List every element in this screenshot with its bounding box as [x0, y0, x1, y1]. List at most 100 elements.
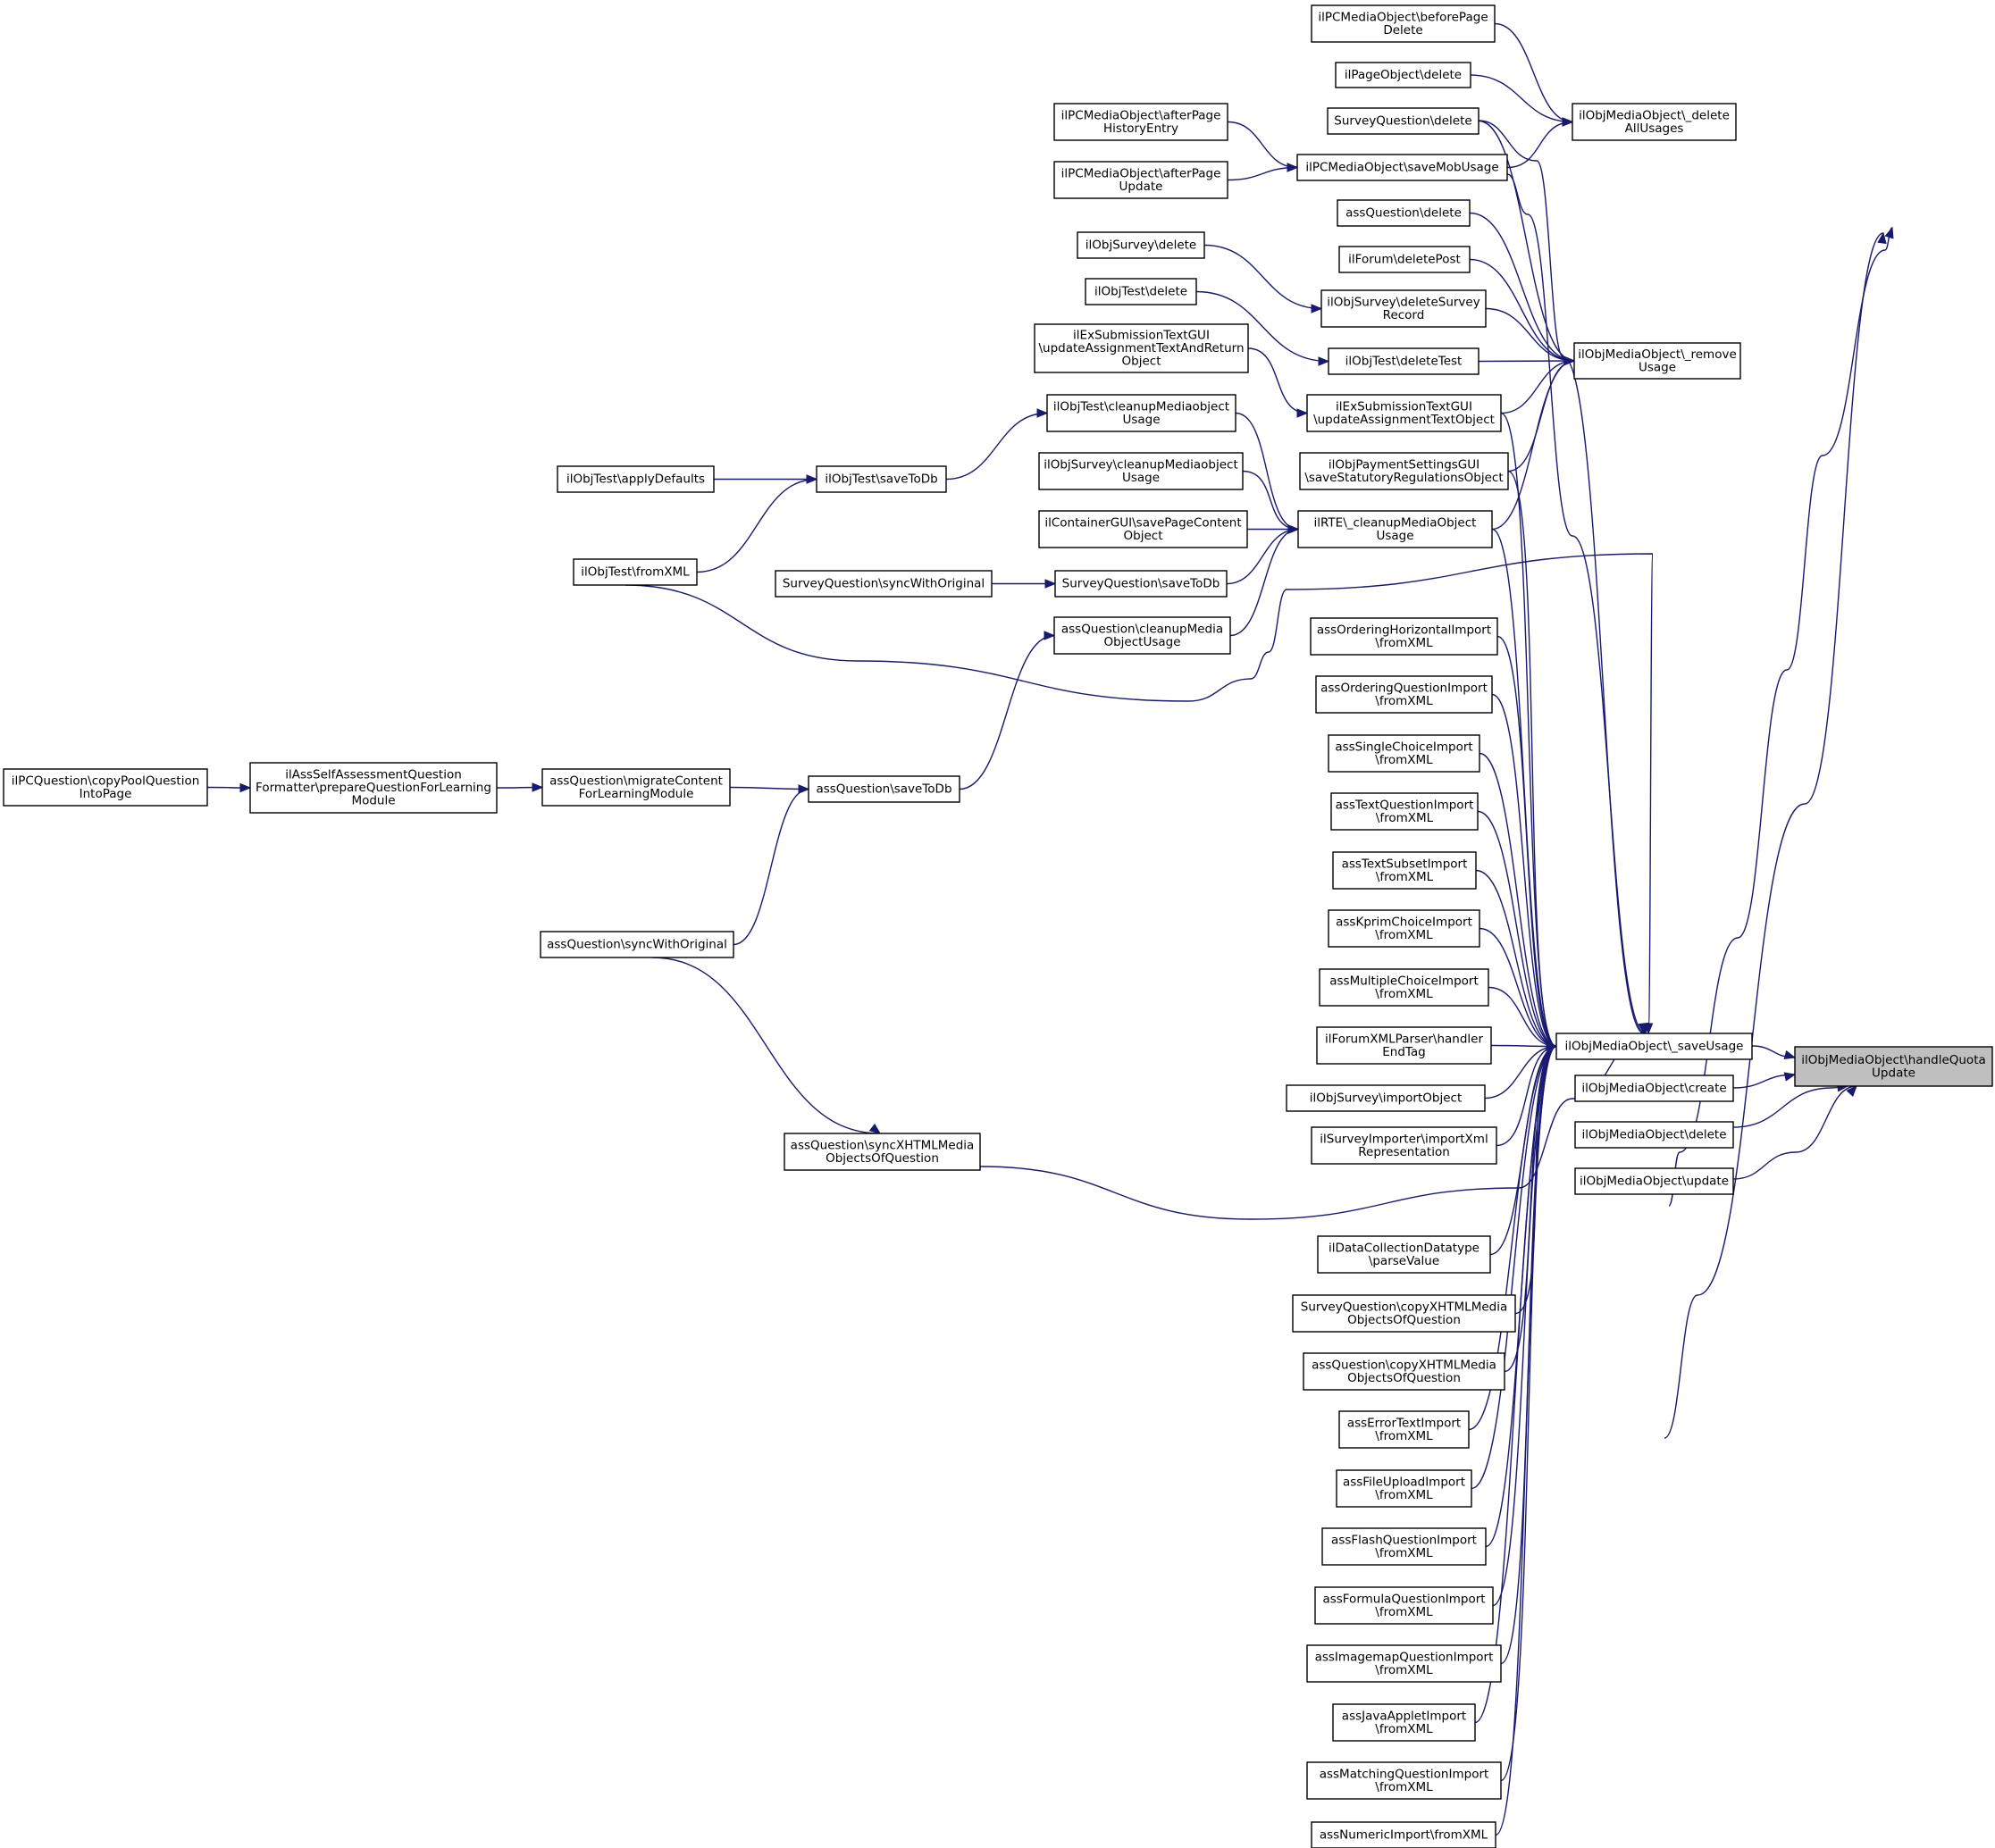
- node-box: [1034, 323, 1249, 373]
- node-create[interactable]: ilObjMediaObject\create: [1574, 1075, 1734, 1102]
- node-box: [573, 558, 698, 586]
- edge-rte-to-remove: [1491, 360, 1575, 531]
- node-ordh[interactable]: assOrderingHorizontalImport\fromXML: [1310, 617, 1498, 656]
- node-pagedel[interactable]: ilPageObject\delete: [1335, 62, 1471, 88]
- node-label-line: ilForum\deletePost: [1348, 253, 1461, 267]
- node-java[interactable]: assJavaAppletImport\fromXML: [1332, 1703, 1476, 1742]
- node-testdel[interactable]: ilObjTest\delete: [1085, 278, 1197, 305]
- edge-single-to-save: [1479, 752, 1557, 1048]
- node-matching[interactable]: assMatchingQuestionImport\fromXML: [1306, 1761, 1502, 1800]
- node-box: [1303, 1352, 1505, 1391]
- node-survimp[interactable]: ilObjSurvey\importObject: [1286, 1084, 1486, 1112]
- node-label-line: Delete: [1383, 23, 1422, 38]
- node-label-line: \saveStatutoryRegulationsObject: [1304, 471, 1503, 485]
- node-exupd[interactable]: ilExSubmissionTextGUI\updateAssignmentTe…: [1306, 394, 1502, 432]
- node-label-line: SurveyQuestion\saveToDb: [1062, 577, 1220, 591]
- node-kprim[interactable]: assKprimChoiceImport\fromXML: [1328, 909, 1480, 948]
- node-label-line: ilObjTest\applyDefaults: [566, 472, 705, 487]
- arrowhead-savemob-to-delall: [1562, 117, 1574, 127]
- node-label-line: ilPCMediaObject\beforePage: [1318, 10, 1488, 24]
- node-textq[interactable]: assTextQuestionImport\fromXML: [1330, 792, 1479, 831]
- node-assqcopy[interactable]: assQuestion\copyXHTMLMediaObjectsOfQuest…: [1303, 1352, 1505, 1391]
- node-svqsave[interactable]: SurveyQuestion\saveToDb: [1054, 570, 1228, 598]
- node-migrate[interactable]: assQuestion\migrateContentForLearningMod…: [541, 768, 731, 807]
- node-label-line: assOrderingHorizontalImport: [1317, 623, 1491, 637]
- node-label-line: ilObjTest\deleteTest: [1345, 355, 1463, 369]
- node-svqcopy[interactable]: SurveyQuestion\copyXHTMLMediaObjectsOfQu…: [1292, 1294, 1516, 1333]
- node-label-line: ilExSubmissionTextGUI: [1336, 399, 1472, 414]
- edge-migrate-to-asssave: [729, 786, 809, 790]
- node-survdel[interactable]: ilObjSurvey\delete: [1077, 231, 1205, 259]
- node-applydef[interactable]: ilObjTest\applyDefaults: [557, 465, 715, 493]
- edge-errtext-to-save: [1468, 1045, 1557, 1431]
- node-del[interactable]: ilObjMediaObject\delete: [1574, 1121, 1734, 1149]
- node-label-line: \fromXML: [1375, 1780, 1433, 1794]
- node-fileup[interactable]: assFileUploadImport\fromXML: [1336, 1469, 1472, 1508]
- node-asssave[interactable]: assQuestion\saveToDb: [808, 775, 960, 803]
- node-box: [1555, 1033, 1753, 1060]
- node-label-line: \fromXML: [1376, 811, 1434, 825]
- node-label-line: ilObjMediaObject\handleQuota: [1801, 1053, 1986, 1067]
- node-label-line: assFormulaQuestionImport: [1322, 1592, 1485, 1606]
- node-upd[interactable]: ilObjMediaObject\update: [1574, 1167, 1734, 1195]
- arrowhead-svqdel-to-save: [1638, 1022, 1647, 1035]
- node-label-line: Formatter\prepareQuestionForLearning: [256, 781, 491, 795]
- node-box: [1574, 1075, 1734, 1102]
- node-box: [1085, 278, 1197, 305]
- node-flash[interactable]: assFlashQuestionImport\fromXML: [1321, 1527, 1487, 1566]
- node-label-line: IntoPage: [80, 787, 132, 801]
- node-box: [1296, 154, 1508, 181]
- node-numeric[interactable]: assNumericImport\fromXML: [1311, 1821, 1496, 1848]
- node-svqdel[interactable]: SurveyQuestion\delete: [1327, 107, 1479, 135]
- node-forumdel[interactable]: ilForum\deletePost: [1338, 246, 1471, 273]
- node-assqdel[interactable]: assQuestion\delete: [1337, 199, 1471, 227]
- node-savemob[interactable]: ilPCMediaObject\saveMobUsage: [1296, 154, 1508, 181]
- node-formula[interactable]: assFormulaQuestionImport\fromXML: [1314, 1586, 1494, 1625]
- arrowhead-upd-to-hqu: [1846, 1085, 1857, 1098]
- node-imagemap[interactable]: assImagemapQuestionImport\fromXML: [1306, 1644, 1502, 1683]
- node-asssync[interactable]: assQuestion\syncWithOriginal: [540, 931, 734, 958]
- node-label-line: assQuestion\delete: [1345, 206, 1462, 221]
- node-box: [1306, 394, 1502, 432]
- node-box: [816, 465, 947, 493]
- node-svqsync[interactable]: SurveyQuestion\syncWithOriginal: [775, 570, 993, 598]
- node-dcparse[interactable]: ilDataCollectionDatatype\parseValue: [1317, 1235, 1491, 1274]
- node-paysave[interactable]: ilObjPaymentSettingsGUI\saveStatutoryReg…: [1299, 452, 1509, 490]
- node-save[interactable]: ilObjMediaObject\_saveUsage: [1555, 1033, 1753, 1060]
- arrowhead-asssave-to-assqclean: [1044, 631, 1056, 640]
- node-prepare[interactable]: ilAssSelfAssessmentQuestionFormatter\pre…: [249, 762, 498, 814]
- node-box: [540, 931, 734, 958]
- node-testsave[interactable]: ilObjTest\saveToDb: [816, 465, 947, 493]
- node-label-line: assQuestion\copyXHTMLMedia: [1312, 1358, 1496, 1372]
- node-box: [3, 768, 208, 807]
- node-errtext[interactable]: assErrorTextImport\fromXML: [1338, 1410, 1470, 1449]
- node-testxml[interactable]: ilObjTest\fromXML: [573, 558, 698, 586]
- node-syncx[interactable]: assQuestion\syncXHTMLMediaObjectsOfQuest…: [784, 1133, 981, 1171]
- node-textsub[interactable]: assTextSubsetImport\fromXML: [1332, 851, 1477, 890]
- arrowhead-create-to-hqu: [1783, 1072, 1797, 1082]
- node-ordq[interactable]: assOrderingQuestionImport\fromXML: [1315, 675, 1493, 714]
- node-deltest[interactable]: ilObjTest\deleteTest: [1328, 347, 1479, 375]
- edge-savemob-to-delall: [1506, 121, 1573, 169]
- node-multi[interactable]: assMultipleChoiceImport\fromXML: [1319, 968, 1489, 1007]
- node-label-line: \fromXML: [1375, 987, 1433, 1001]
- node-label-line: SurveyQuestion\copyXHTMLMedia: [1301, 1300, 1508, 1314]
- node-label-line: ilPCMediaObject\saveMobUsage: [1305, 161, 1498, 175]
- node-exreturn[interactable]: ilExSubmissionTextGUI\updateAssignmentTe…: [1034, 323, 1249, 373]
- node-single[interactable]: assSingleChoiceImport\fromXML: [1328, 734, 1480, 773]
